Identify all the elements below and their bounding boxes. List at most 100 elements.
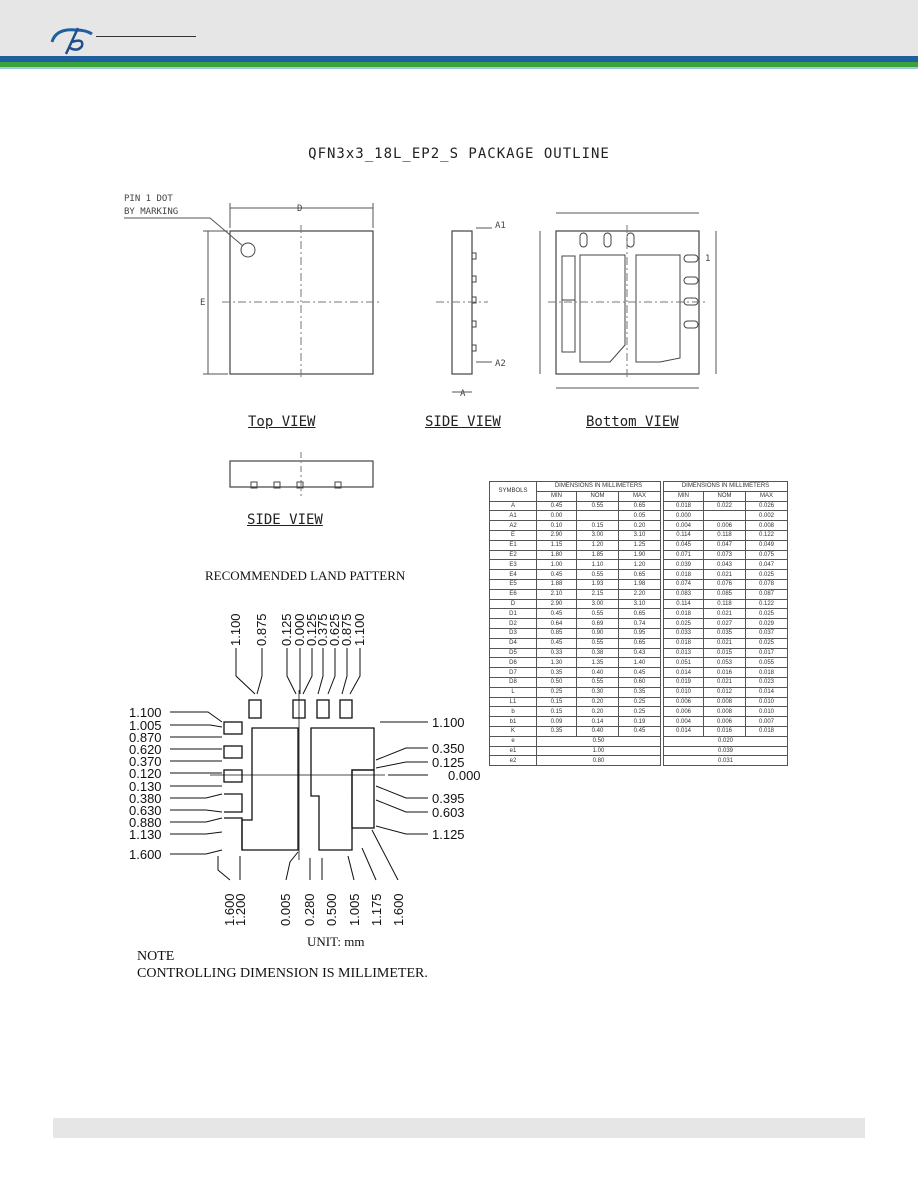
table-cell: 0.20 (576, 696, 619, 708)
table-cell: 1.00 (536, 745, 661, 757)
table-cell: 3.00 (576, 529, 619, 541)
dim-d-label: D (297, 204, 302, 214)
table-cell: 0.026 (745, 500, 788, 512)
pin1-label-line1: PIN 1 DOT (124, 194, 173, 204)
table-cell: D2 (489, 618, 537, 629)
dimension-table: SYMBOLS DIMENSIONS IN MILLIMETERS DIMENS… (489, 481, 788, 767)
land-bottom-dim-1: 1.200 (233, 893, 248, 926)
table-cell: 0.073 (703, 549, 746, 561)
land-left-dim-0: 1.100 (129, 705, 162, 720)
table-cell: 0.65 (618, 608, 661, 620)
table-sub-min: MIN (536, 490, 577, 502)
table-cell: 0.010 (745, 696, 788, 708)
table-cell: 0.002 (745, 510, 788, 522)
table-cell: 2.90 (536, 598, 577, 610)
dim-e-label: E (200, 298, 205, 308)
table-cell: 0.018 (663, 569, 704, 580)
land-left-dim-4: 0.370 (129, 754, 162, 769)
table-cell: 1.98 (618, 578, 661, 590)
company-logo-icon (50, 27, 93, 55)
table-cell: 0.016 (703, 725, 746, 737)
land-bottom-dim-6: 1.175 (369, 893, 384, 926)
table-cell: 1.10 (576, 559, 619, 571)
land-pattern-title: RECOMMENDED LAND PATTERN (205, 568, 406, 583)
table-header-row: SYMBOLS DIMENSIONS IN MILLIMETERS DIMENS… (489, 481, 788, 502)
table-cell: 0.025 (745, 608, 788, 620)
table-cell: 0.047 (745, 559, 788, 571)
table-cell: 0.010 (745, 706, 788, 718)
table-sub-max: MAX (618, 490, 661, 502)
table-cell: 0.122 (745, 598, 788, 610)
table-cell: 2.10 (536, 588, 577, 600)
table-cell: 0.90 (576, 627, 619, 639)
table-sub-nom-2: NOM (703, 490, 746, 502)
table-cell: 0.022 (703, 500, 746, 512)
table-cell: 0.118 (703, 529, 746, 541)
land-left-dim-2: 0.870 (129, 730, 162, 745)
table-cell: 1.85 (576, 549, 619, 561)
land-right-dim-2: 0.125 (432, 755, 465, 770)
table-cell: 2.15 (576, 588, 619, 600)
pin1-label-line2: BY MARKING (124, 207, 178, 217)
side-view-label: SIDE VIEW (425, 414, 501, 430)
table-cell: 0.031 (663, 755, 788, 767)
table-cell: 0.033 (663, 627, 704, 639)
table-cell: 0.014 (745, 686, 788, 698)
land-top-dim-7: 0.875 (339, 613, 354, 646)
table-cell: 0.029 (745, 618, 788, 629)
table-cell: 0.078 (745, 578, 788, 590)
table-cell: 0.013 (663, 647, 704, 659)
table-cell: 3.10 (618, 598, 661, 610)
table-cell: D4 (489, 637, 537, 649)
table-cell: 0.019 (663, 676, 704, 688)
table-cell: 0.020 (663, 735, 788, 747)
dim-a-label: A (460, 389, 466, 399)
table-cell: D8 (489, 676, 537, 688)
table-cell: 0.006 (703, 716, 746, 727)
table-cell: D5 (489, 647, 537, 659)
table-cell: 0.051 (663, 657, 704, 669)
table-cell: 0.95 (618, 627, 661, 639)
side-view-2-label: SIDE VIEW (247, 512, 323, 528)
land-bottom-dim-5: 1.005 (347, 893, 362, 926)
table-cell: 0.018 (663, 637, 704, 649)
table-cell: 0.65 (618, 500, 661, 512)
table-cell: 0.114 (663, 598, 704, 610)
page-footer (53, 1118, 865, 1138)
table-cell: 0.40 (576, 725, 619, 737)
table-cell: 0.35 (536, 725, 577, 737)
table-cell: 1.00 (536, 559, 577, 571)
page-title: QFN3x3_18L_EP2_S PACKAGE OUTLINE (308, 146, 610, 162)
table-cell: E (489, 529, 537, 541)
table-cell: 0.50 (536, 676, 577, 688)
table-cell: 0.35 (536, 667, 577, 678)
land-bottom-dim-0: 1.600 (222, 893, 237, 926)
land-bottom-dim-4: 0.500 (324, 893, 339, 926)
table-cell: 1.20 (576, 539, 619, 551)
table-cell: 0.55 (576, 676, 619, 688)
table-cell: 0.035 (703, 627, 746, 639)
table-cell: 0.33 (536, 647, 577, 659)
table-cell: E3 (489, 559, 537, 571)
table-cell: D1 (489, 608, 537, 620)
table-cell: 0.20 (618, 520, 661, 531)
table-cell: 0.047 (703, 539, 746, 551)
table-cell: 0.021 (703, 569, 746, 580)
table-cell: 1.15 (536, 539, 577, 551)
table-cell: 0.025 (745, 637, 788, 649)
table-cell: 0.004 (663, 520, 704, 531)
table-cell: 0.014 (663, 725, 704, 737)
table-cell: 0.015 (703, 647, 746, 659)
table-cell: 0.043 (703, 559, 746, 571)
table-cell: 0.025 (745, 569, 788, 580)
